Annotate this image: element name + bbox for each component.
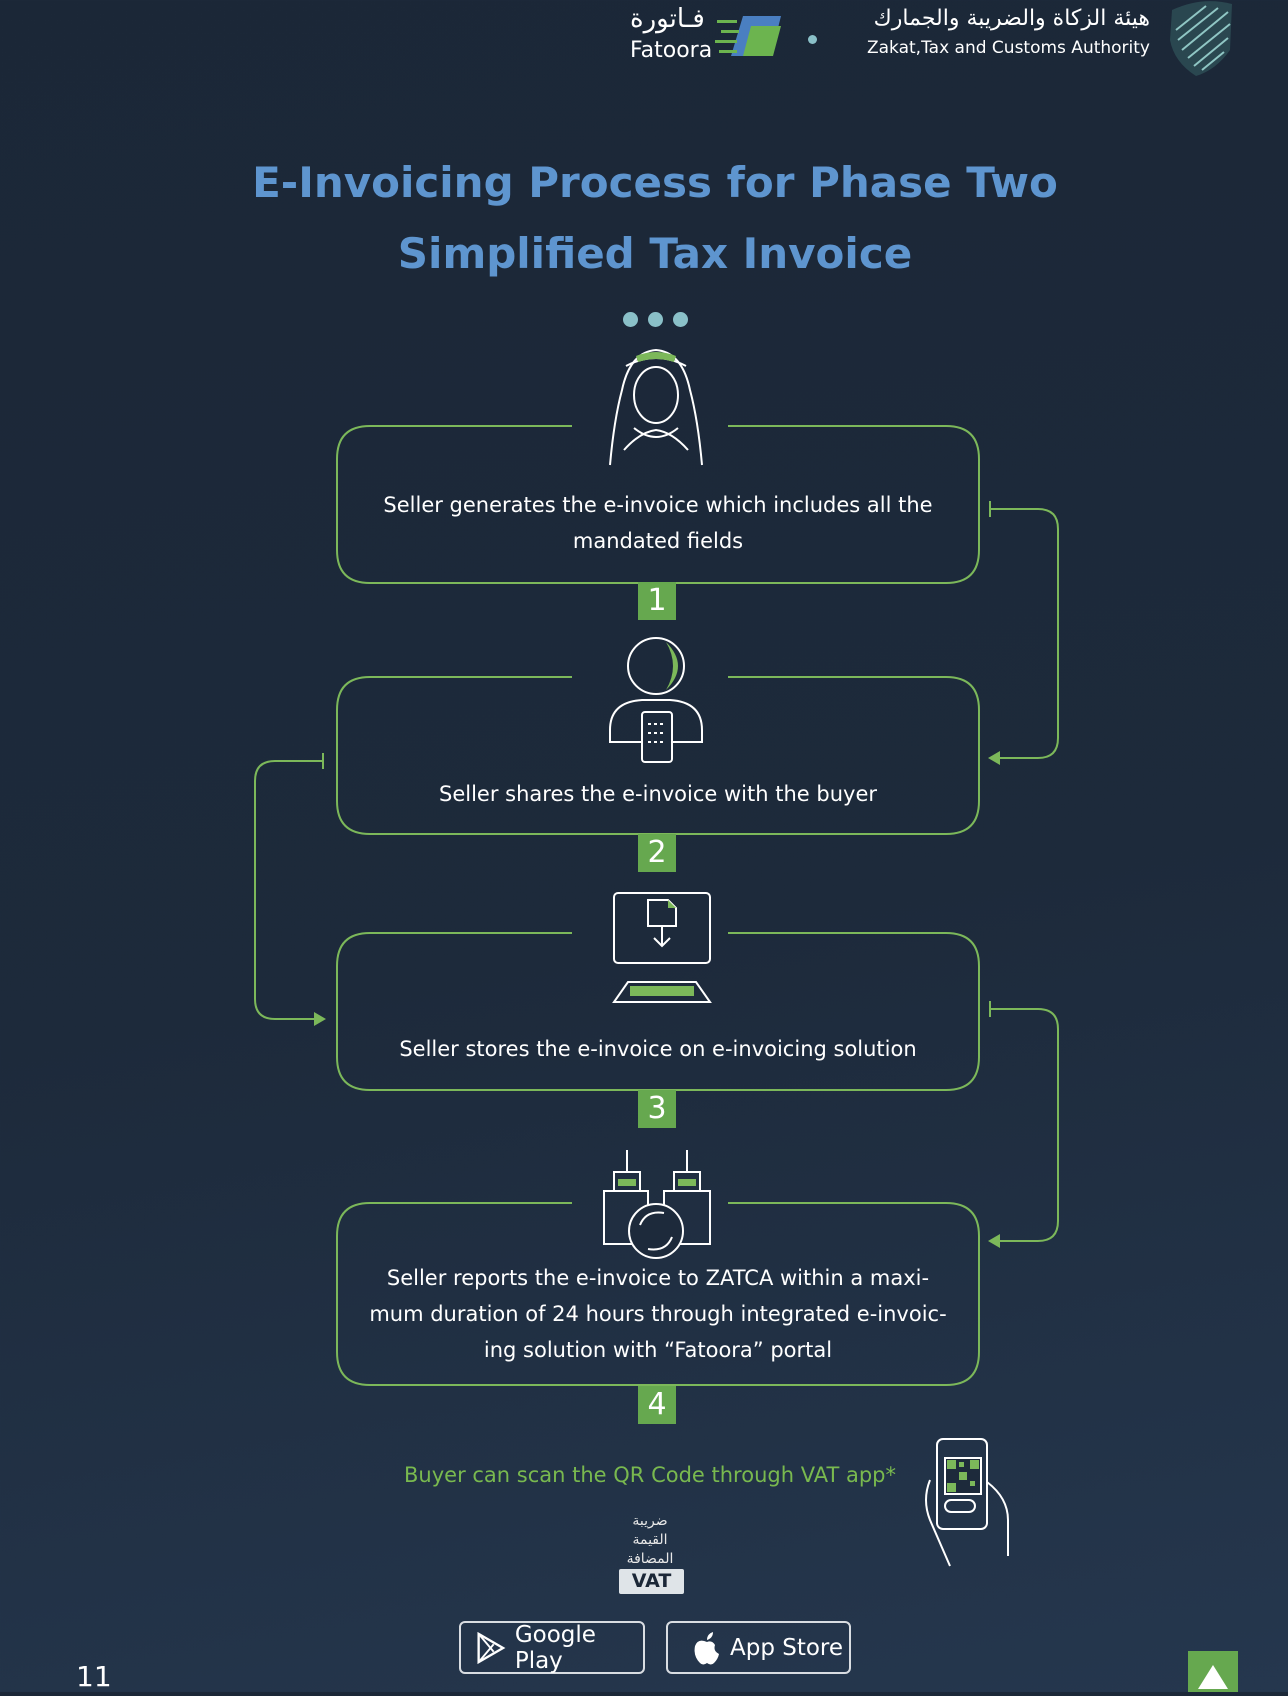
connector-1-2 bbox=[990, 508, 1059, 759]
vat-ar-line1: ضريبة bbox=[632, 1513, 668, 1529]
connector-3-4 bbox=[990, 1008, 1059, 1242]
vat-badge: VAT bbox=[619, 1569, 684, 1594]
fatoora-logo-icon bbox=[715, 16, 781, 56]
phone-qr-hand-icon bbox=[925, 1438, 1009, 1567]
step-4-line3: ing solution with “Fatoora” portal bbox=[483, 1338, 833, 1362]
step-4-number-badge: 4 bbox=[638, 1386, 676, 1424]
step-4-line1: Seller reports the e-invoice to ZATCA wi… bbox=[386, 1266, 930, 1290]
header-separator-dot bbox=[808, 35, 817, 44]
buildings-sync-icon bbox=[603, 1150, 711, 1259]
vat-logo-arabic: ضريبة القيمة المضافة bbox=[600, 1512, 700, 1569]
step-1-line2: mandated fields bbox=[572, 529, 744, 553]
page-title-line1: E-Invoicing Process for Phase Two bbox=[252, 158, 1058, 207]
google-play-label: Google Play bbox=[514, 1621, 596, 1674]
fatoora-arabic-name: فـاتورة bbox=[630, 4, 705, 34]
dot bbox=[648, 312, 663, 327]
zatca-emblem-icon bbox=[1170, 1, 1232, 76]
app-store-label: App Store bbox=[730, 1634, 844, 1661]
google-play-icon bbox=[477, 1631, 506, 1664]
authority-english-name: Zakat,Tax and Customs Authority bbox=[866, 38, 1150, 58]
apple-icon bbox=[694, 1631, 719, 1664]
page-title-line2: Simplified Tax Invoice bbox=[397, 229, 913, 278]
step-1-number-badge: 1 bbox=[638, 582, 676, 620]
dot bbox=[673, 312, 688, 327]
step-4-box bbox=[336, 1202, 980, 1386]
step-4-line2: mum duration of 24 hours through integra… bbox=[369, 1302, 947, 1326]
step-3-number-badge: 3 bbox=[638, 1090, 676, 1128]
authority-arabic-name: هيئة الزكاة والضريبة والجمارك bbox=[873, 6, 1150, 31]
step-2-line1: Seller shares the e-invoice with the buy… bbox=[439, 782, 877, 806]
vat-ar-line2: القيمة bbox=[632, 1532, 668, 1548]
step-3-text: Seller stores the e-invoice on e-invoici… bbox=[340, 1031, 976, 1067]
page-number: 11 bbox=[76, 1660, 112, 1693]
step-4-text: Seller reports the e-invoice to ZATCA wi… bbox=[340, 1260, 976, 1368]
google-play-button[interactable]: Google Play bbox=[459, 1621, 645, 1674]
scroll-top-button[interactable] bbox=[1188, 1651, 1238, 1692]
fatoora-logo bbox=[630, 0, 800, 70]
qr-scan-note: Buyer can scan the QR Code through VAT a… bbox=[404, 1463, 896, 1487]
person-icon bbox=[609, 348, 703, 466]
fatoora-english-name: Fatoora bbox=[630, 38, 713, 63]
step-3-line1: Seller stores the e-invoice on e-invoici… bbox=[399, 1037, 917, 1061]
step-2-number-badge: 2 bbox=[638, 834, 676, 872]
step-1-text: Seller generates the e-invoice which inc… bbox=[340, 487, 976, 559]
step-1-line1: Seller generates the e-invoice which inc… bbox=[383, 493, 933, 517]
arrow-up-icon bbox=[1198, 1665, 1228, 1689]
computer-download-icon bbox=[612, 892, 712, 1003]
app-store-button[interactable]: App Store bbox=[666, 1621, 851, 1674]
step-2-text: Seller shares the e-invoice with the buy… bbox=[340, 776, 976, 812]
phone-user-icon bbox=[609, 637, 703, 763]
connector-2-3 bbox=[254, 760, 323, 1020]
vat-ar-line3: المضافة bbox=[626, 1551, 674, 1567]
dot bbox=[623, 312, 638, 327]
qr-code-icon bbox=[947, 1460, 979, 1492]
